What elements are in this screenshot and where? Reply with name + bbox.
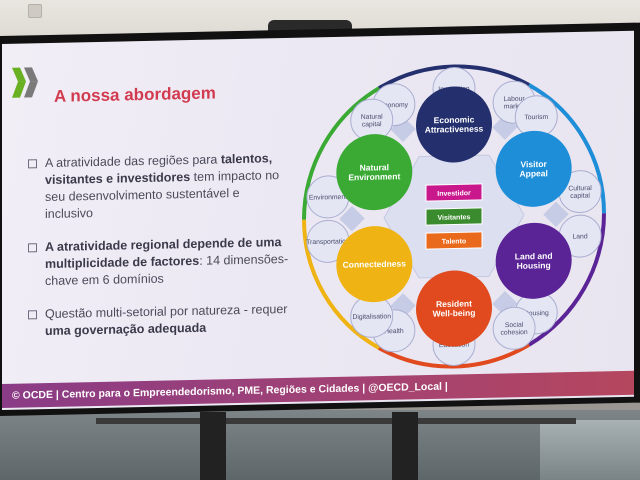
domain-circle-natural: [336, 134, 413, 211]
bullet-square-icon: [28, 243, 37, 253]
domain-circle-economic: [416, 86, 492, 163]
center-pill-label: Visitantes: [438, 214, 471, 222]
dimension-label: Digitalisation: [352, 313, 391, 321]
bullet-item-2: A atratividade regional depende de uma m…: [28, 234, 290, 290]
domain-label-land: Land andHousing: [515, 251, 553, 271]
power-outlet: [28, 4, 42, 18]
dimension-label: Labourmarket: [504, 96, 526, 111]
outer-ring-arc: [378, 343, 530, 369]
dimension-label: Housing: [524, 310, 549, 318]
outer-ring-arc: [302, 86, 381, 220]
center-pill-talento: [425, 231, 483, 250]
attractiveness-wheel-diagram: EconomyInnovationLabourmarketEconomicAtt…: [302, 64, 606, 369]
dimension-label: Tourism: [524, 114, 548, 122]
domain-circle-land: [495, 222, 572, 299]
bullet-text: A atratividade regional depende de uma m…: [45, 235, 289, 289]
dimension-label: Economy: [380, 102, 409, 110]
slide-title: A nossa abordagem: [54, 83, 216, 106]
bullet-item-1: A atratividade das regiões para talentos…: [28, 150, 290, 223]
dimension-label: Naturalcapital: [361, 114, 383, 129]
center-pill-visitantes: [425, 207, 483, 226]
bullet-square-icon: [28, 310, 37, 320]
tv-stand-right-leg: [392, 412, 418, 480]
bullet-text: A atratividade das regiões para talentos…: [45, 151, 280, 222]
outer-ring-arc: [527, 83, 606, 214]
tv-display: A nossa abordagem A atratividade das reg…: [0, 22, 640, 417]
outer-ring-arc: [302, 219, 381, 350]
center-pill-label: Investidor: [437, 190, 471, 198]
bullet-list: A atratividade das regiões para talentos…: [28, 150, 290, 356]
center-pill-label: Talento: [442, 238, 466, 246]
domain-label-resident: ResidentWell-being: [433, 298, 476, 318]
window-view: [540, 420, 640, 480]
dimension-label: Land: [572, 233, 587, 240]
domain-circle-visitor: [495, 130, 572, 207]
bullet-item-3: Questão multi-setorial por natureza - re…: [28, 301, 290, 340]
dimension-label: Environment: [309, 194, 347, 202]
tv-stand-left-leg: [200, 412, 226, 480]
oecd-logo-icon: [12, 67, 38, 98]
dimension-label: Socialcohesion: [500, 322, 527, 337]
dimension-label: Health: [384, 328, 404, 335]
dimension-label: Transportation: [306, 238, 350, 246]
outer-ring-arc: [527, 213, 606, 347]
domain-circle-connectedness: [336, 226, 413, 303]
domain-label-economic: EconomicAttractiveness: [425, 114, 484, 135]
presentation-slide: A nossa abordagem A atratividade das reg…: [2, 30, 634, 410]
outer-ring-arc: [378, 64, 530, 90]
dimension-label: Culturalcapital: [568, 185, 592, 200]
domain-circle-resident: [416, 270, 492, 347]
connector-diamond: [492, 291, 518, 317]
bullet-square-icon: [28, 159, 37, 169]
connector-diamond: [339, 205, 365, 232]
domain-label-connectedness: Connectedness: [343, 258, 407, 269]
domain-label-visitor: VisitorAppeal: [520, 159, 548, 179]
center-pill-investidor: [425, 183, 483, 202]
connector-diamond: [390, 116, 416, 142]
connector-diamond: [543, 201, 569, 228]
dimension-bubble: [492, 306, 536, 350]
tv-stand-beam: [96, 418, 576, 424]
bullet-text: Questão multi-setorial por natureza - re…: [45, 301, 288, 339]
domain-label-natural: NaturalEnvironment: [348, 162, 400, 182]
